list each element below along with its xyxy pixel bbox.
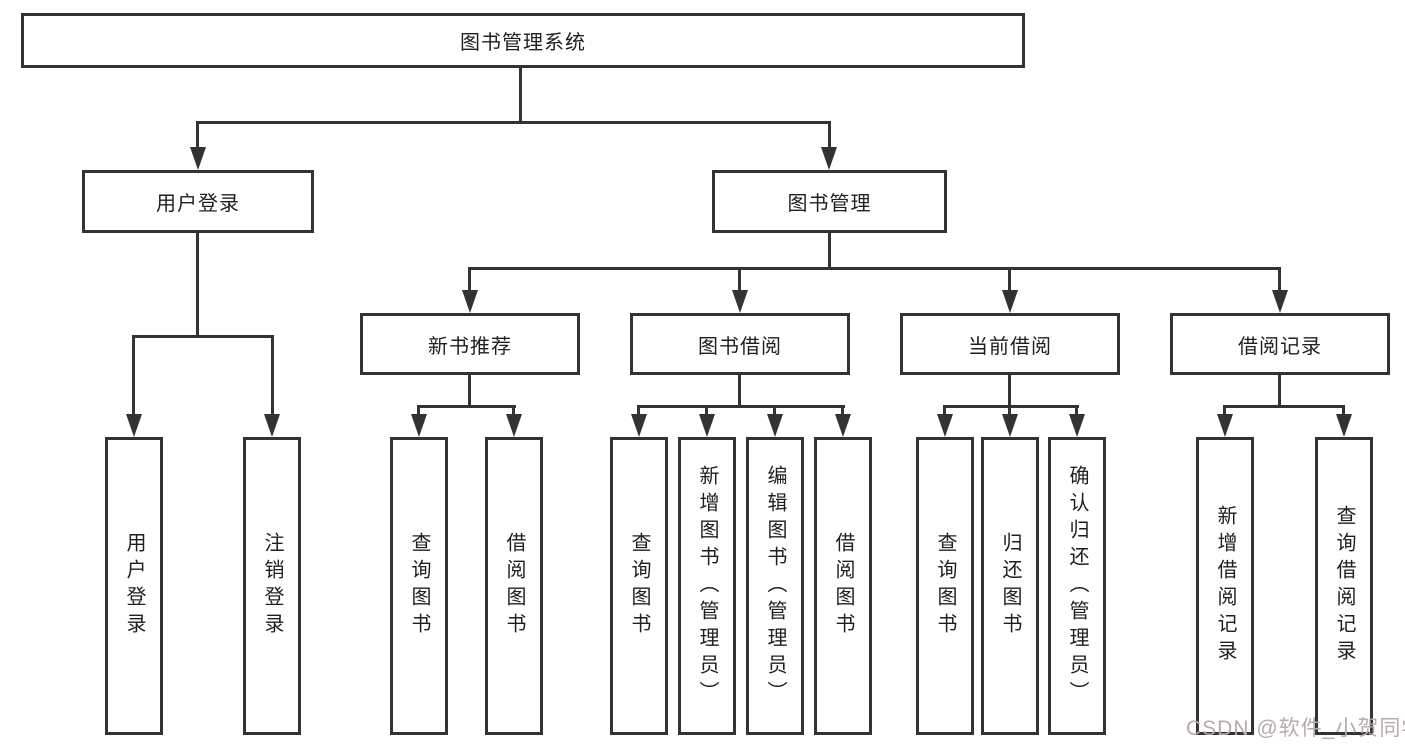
connector bbox=[132, 335, 274, 338]
leaf-query-book-current: 查询图书 bbox=[916, 437, 974, 735]
leaf-borrow-book-label: 借阅图书 bbox=[832, 532, 854, 640]
connector bbox=[196, 121, 199, 150]
leaf-user-login: 用户登录 bbox=[105, 437, 163, 735]
node-new-book-recommend: 新书推荐 bbox=[360, 313, 580, 375]
leaf-query-book-recommend: 查询图书 bbox=[390, 437, 448, 735]
arrowhead bbox=[411, 414, 427, 437]
connector bbox=[943, 405, 1079, 408]
connector bbox=[1342, 405, 1345, 417]
arrowhead bbox=[1272, 290, 1288, 313]
connector bbox=[468, 267, 471, 293]
connector bbox=[1008, 267, 1011, 293]
arrowhead bbox=[835, 414, 851, 437]
connector bbox=[1075, 405, 1078, 417]
arrowhead bbox=[1336, 414, 1352, 437]
leaf-return-book-label: 归还图书 bbox=[999, 532, 1021, 640]
connector bbox=[1008, 405, 1011, 417]
leaf-confirm-return-admin-label: 确认归还（管理员） bbox=[1066, 464, 1088, 708]
connector bbox=[943, 405, 946, 417]
connector bbox=[828, 121, 831, 150]
leaf-query-book-recommend-label: 查询图书 bbox=[408, 532, 430, 640]
connector bbox=[841, 405, 844, 417]
leaf-user-login-label: 用户登录 bbox=[123, 532, 145, 640]
leaf-edit-book-admin-label: 编辑图书（管理员） bbox=[764, 464, 786, 708]
node-user-login-label: 用户登录 bbox=[156, 193, 240, 215]
leaf-return-book: 归还图书 bbox=[981, 437, 1039, 735]
connector bbox=[196, 233, 199, 337]
arrowhead bbox=[462, 290, 478, 313]
arrowhead bbox=[264, 414, 280, 437]
node-root-label: 图书管理系统 bbox=[460, 32, 586, 54]
leaf-add-book-admin-label: 新增图书（管理员） bbox=[696, 464, 718, 708]
connector bbox=[271, 335, 274, 417]
connector bbox=[705, 405, 708, 417]
leaf-logout: 注销登录 bbox=[243, 437, 301, 735]
leaf-query-book-borrow: 查询图书 bbox=[610, 437, 668, 735]
connector bbox=[196, 121, 831, 124]
connector bbox=[773, 405, 776, 417]
connector bbox=[738, 375, 741, 407]
connector bbox=[637, 405, 845, 408]
arrowhead bbox=[1002, 290, 1018, 313]
connector bbox=[1008, 375, 1011, 407]
leaf-add-book-admin: 新增图书（管理员） bbox=[678, 437, 736, 735]
csdn-watermark: CSDN @软件_小贺同学 bbox=[1186, 717, 1405, 740]
leaf-edit-book-admin: 编辑图书（管理员） bbox=[746, 437, 804, 735]
connector bbox=[417, 405, 516, 408]
connector bbox=[738, 267, 741, 293]
leaf-add-borrow-record: 新增借阅记录 bbox=[1196, 437, 1254, 735]
node-book-borrow-label: 图书借阅 bbox=[698, 335, 782, 358]
connector bbox=[637, 405, 640, 417]
node-current-borrow-label: 当前借阅 bbox=[968, 335, 1052, 358]
connector bbox=[1278, 267, 1281, 293]
arrowhead bbox=[506, 414, 522, 437]
leaf-query-book-current-label: 查询图书 bbox=[934, 532, 956, 640]
node-new-book-recommend-label: 新书推荐 bbox=[428, 335, 512, 358]
node-book-management: 图书管理 bbox=[712, 170, 947, 233]
arrowhead bbox=[1069, 414, 1085, 437]
node-current-borrow: 当前借阅 bbox=[900, 313, 1120, 375]
leaf-confirm-return-admin: 确认归还（管理员） bbox=[1048, 437, 1106, 735]
arrowhead bbox=[190, 147, 206, 170]
node-borrow-record: 借阅记录 bbox=[1170, 313, 1390, 375]
connector bbox=[132, 335, 135, 417]
connector bbox=[1223, 405, 1345, 408]
leaf-borrow-book-recommend-label: 借阅图书 bbox=[503, 532, 525, 640]
arrowhead bbox=[1217, 414, 1233, 437]
leaf-borrow-book: 借阅图书 bbox=[814, 437, 872, 735]
leaf-query-borrow-record-label: 查询借阅记录 bbox=[1333, 505, 1355, 667]
arrowhead bbox=[821, 147, 837, 170]
arrowhead bbox=[732, 290, 748, 313]
leaf-query-book-borrow-label: 查询图书 bbox=[628, 532, 650, 640]
node-borrow-record-label: 借阅记录 bbox=[1238, 335, 1322, 358]
connector bbox=[512, 405, 515, 417]
connector bbox=[417, 405, 420, 417]
node-user-login: 用户登录 bbox=[82, 170, 314, 233]
arrowhead bbox=[126, 414, 142, 437]
connector bbox=[468, 375, 471, 407]
leaf-borrow-book-recommend: 借阅图书 bbox=[485, 437, 543, 735]
leaf-logout-label: 注销登录 bbox=[261, 532, 283, 640]
arrowhead bbox=[1002, 414, 1018, 437]
connector bbox=[828, 233, 831, 269]
arrowhead bbox=[767, 414, 783, 437]
arrowhead bbox=[631, 414, 647, 437]
node-book-borrow: 图书借阅 bbox=[630, 313, 850, 375]
connector bbox=[468, 267, 1281, 270]
node-book-management-label: 图书管理 bbox=[787, 193, 872, 215]
leaf-add-borrow-record-label: 新增借阅记录 bbox=[1214, 505, 1236, 667]
connector bbox=[1223, 405, 1226, 417]
node-root: 图书管理系统 bbox=[21, 13, 1025, 68]
arrowhead bbox=[699, 414, 715, 437]
leaf-query-borrow-record: 查询借阅记录 bbox=[1315, 437, 1373, 735]
arrowhead bbox=[937, 414, 953, 437]
connector bbox=[1278, 375, 1281, 407]
connector bbox=[519, 68, 522, 123]
